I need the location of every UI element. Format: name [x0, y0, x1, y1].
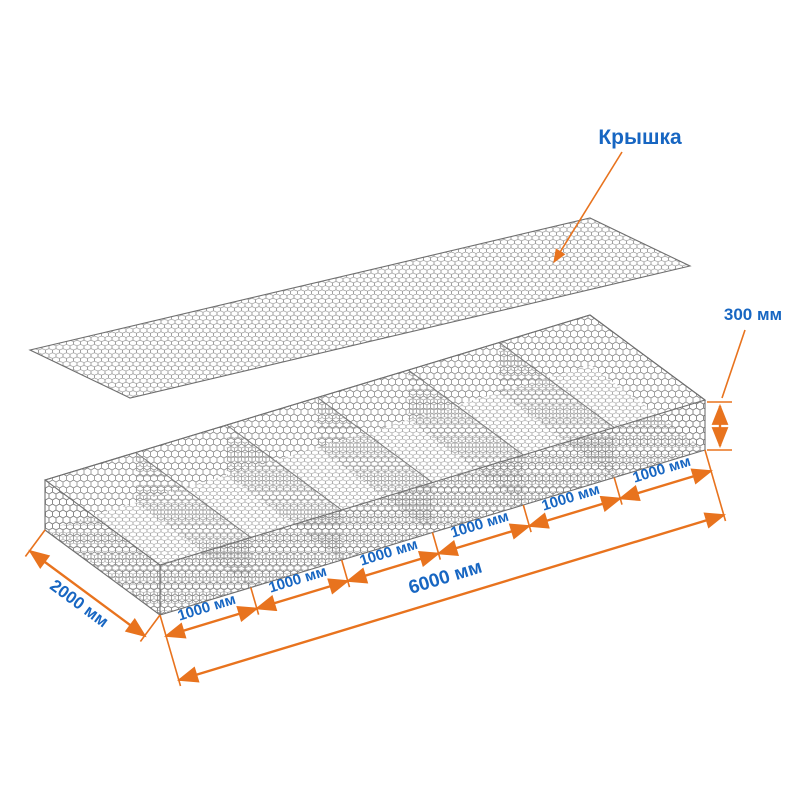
- lid-callout-arrow: [553, 151, 623, 264]
- height-label: 300 мм: [724, 305, 782, 324]
- lid-callout-label: Крышка: [598, 126, 682, 149]
- height-dimension: 300 мм: [707, 305, 782, 451]
- height-leader-line: [721, 329, 746, 399]
- gabion-lid-mesh: [28, 217, 692, 399]
- lid-callout: Крышка: [553, 126, 682, 264]
- length-label: 6000 мм: [406, 557, 485, 599]
